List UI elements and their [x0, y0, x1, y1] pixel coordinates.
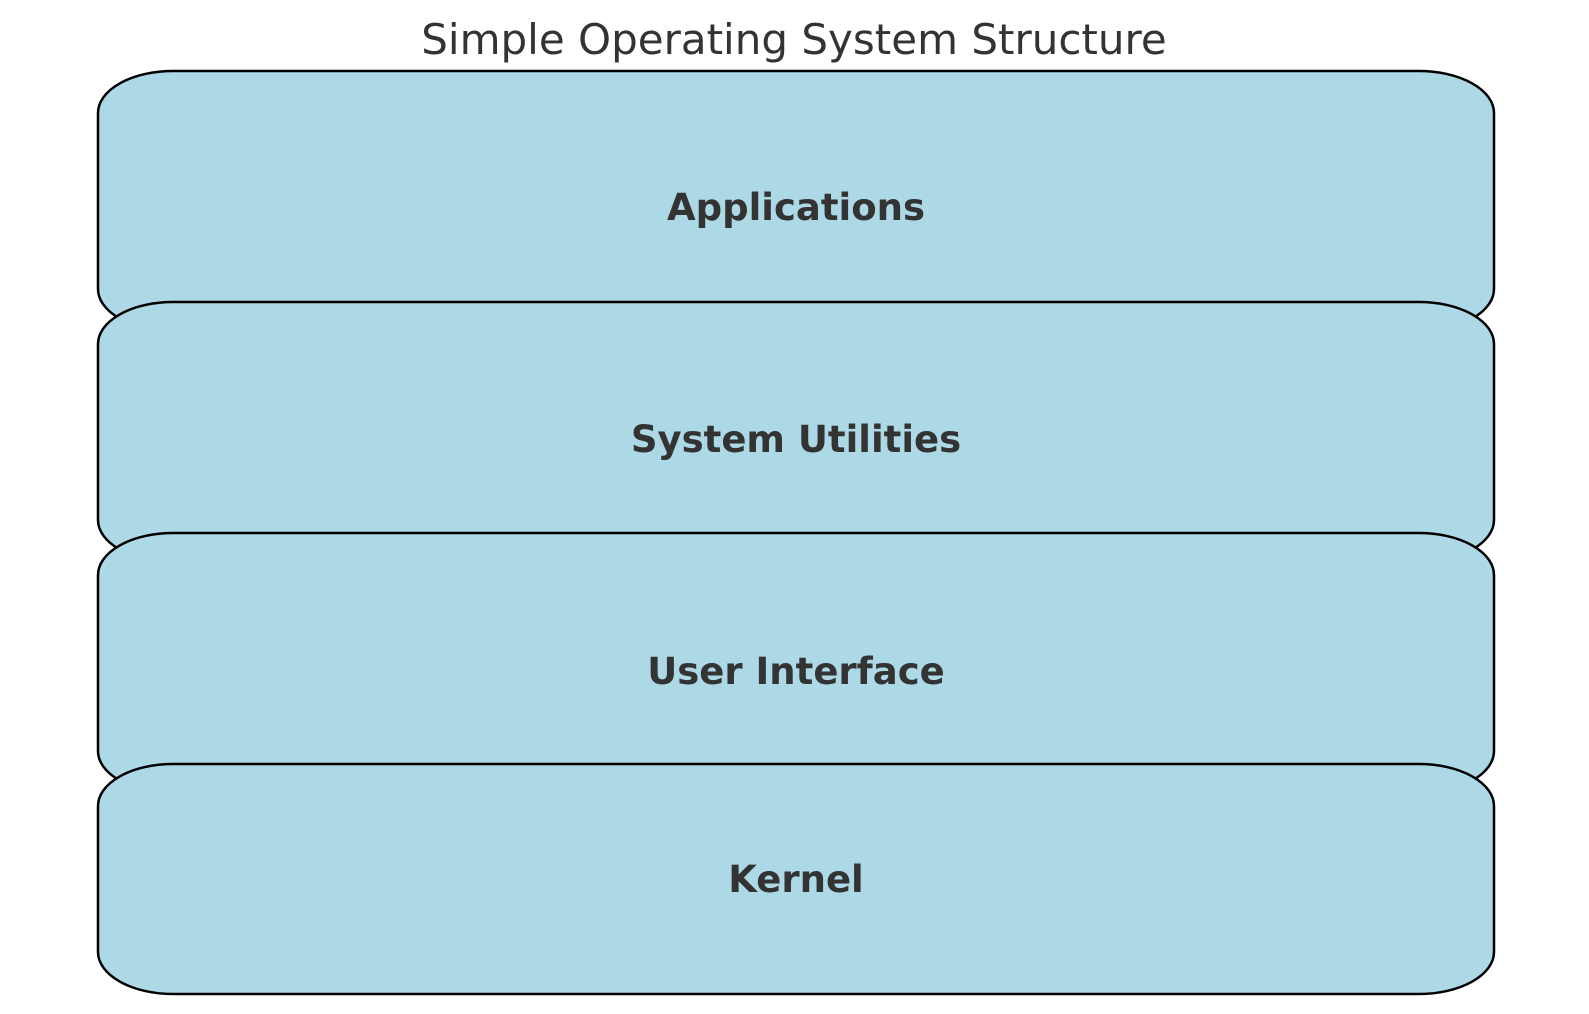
- layer-label-user-interface: User Interface: [647, 650, 945, 693]
- diagram-title: Simple Operating System Structure: [421, 15, 1166, 64]
- layer-label-system-utilities: System Utilities: [631, 418, 961, 461]
- layer-kernel: Kernel: [96, 762, 1496, 996]
- layer-system-utilities: System Utilities: [96, 300, 1496, 564]
- layer-user-interface: User Interface: [96, 531, 1496, 795]
- layer-label-applications: Applications: [667, 186, 925, 229]
- layer-box-kernel: [96, 762, 1496, 996]
- layer-applications: Applications: [96, 69, 1496, 333]
- layer-label-kernel: Kernel: [728, 858, 863, 901]
